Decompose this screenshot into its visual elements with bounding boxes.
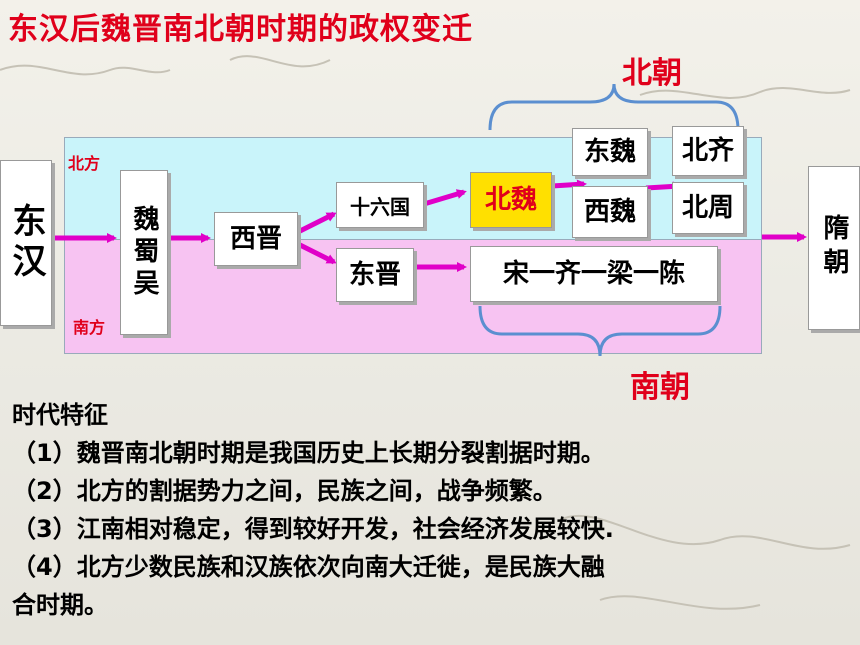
feature-item-4: （4）北方少数民族和汉族依次向南大迁徙，是民族大融 [12, 553, 605, 581]
node-dongjin: 东晋 [336, 248, 414, 302]
southern-dynasties-label: 南朝 [630, 370, 690, 405]
node-southern-dynasties: 宋一齐一梁一陈 [470, 246, 718, 302]
north-region-label: 北方 [68, 154, 101, 173]
node-donghan: 东汉 [0, 160, 52, 326]
feature-item-5: 合时期。 [12, 591, 108, 619]
node-beiwei: 北魏 [470, 172, 552, 228]
node-beiqi: 北齐 [672, 126, 744, 176]
arrow-xijin-dongjin [296, 241, 337, 265]
north-brace [488, 83, 740, 131]
south-region-label: 南方 [73, 318, 106, 337]
era-features: 时代特征 （1）魏晋南北朝时期是我国历史上长期分裂割据时期。 （2）北方的割据势… [12, 396, 852, 624]
page-title: 东汉后魏晋南北朝时期的政权变迁 [8, 12, 473, 47]
feature-item-3: （3）江南相对稳定，得到较好开发，社会经济发展较快. [12, 515, 614, 543]
arrow-xijin-shiliuguo [296, 211, 337, 235]
feature-item-2: （2）北方的割据势力之间，民族之间，战争频繁。 [12, 477, 557, 505]
northern-dynasties-label: 北朝 [622, 56, 682, 91]
arrow-shiliuguo-beiwei [423, 189, 467, 207]
node-dongwei: 东魏 [572, 128, 648, 176]
node-beizhou: 北周 [672, 182, 744, 234]
south-brace [478, 305, 722, 357]
node-xiwei: 西魏 [572, 186, 648, 238]
node-sui: 隋朝 [808, 166, 860, 330]
node-weishuwu: 魏蜀吴 [120, 170, 168, 335]
feature-item-1: （1）魏晋南北朝时期是我国历史上长期分裂割据时期。 [12, 439, 605, 467]
features-heading: 时代特征 [12, 401, 108, 429]
node-shiliuguo: 十六国 [336, 182, 424, 228]
node-xijin: 西晋 [214, 212, 298, 266]
arrow-beiwei-dongwei [551, 179, 587, 190]
